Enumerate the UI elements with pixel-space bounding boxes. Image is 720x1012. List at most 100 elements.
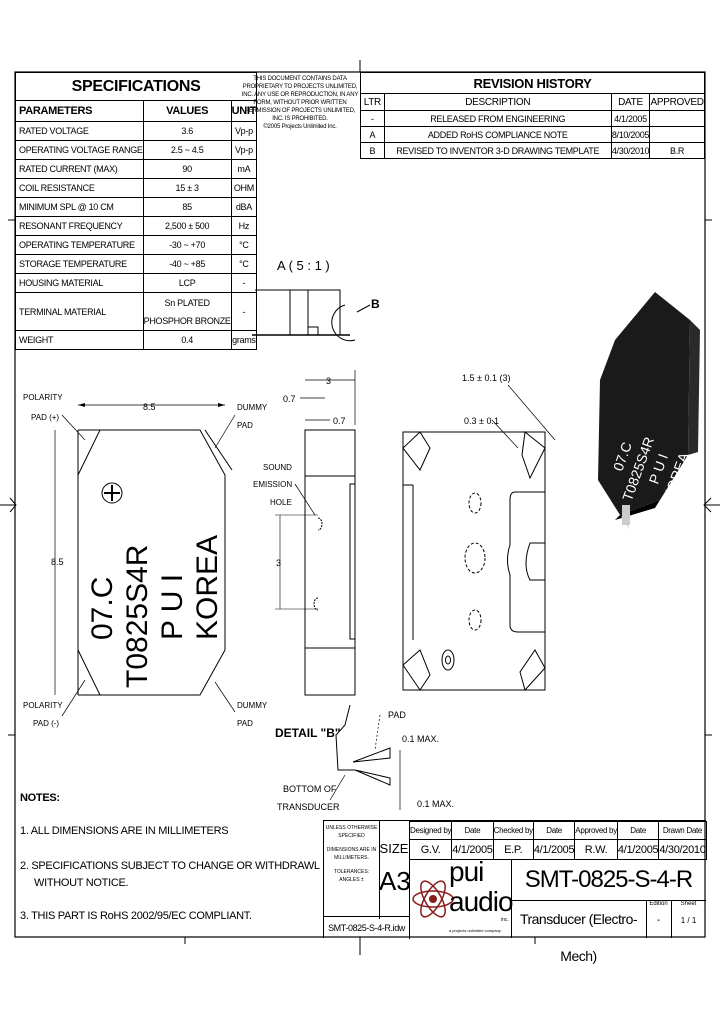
logo-tagline: a projects unlimited company — [449, 928, 501, 933]
bottom-label: BOTTOM OF — [283, 784, 337, 794]
value: 0.4 — [142, 330, 232, 350]
revision-history-table: REVISION HISTORY LTR DESCRIPTION DATE AP… — [360, 72, 705, 159]
detail-b-title: DETAIL "B" — [275, 726, 341, 740]
approved: B.R — [649, 142, 705, 159]
dummy-pad-label: PAD — [237, 719, 253, 728]
max-bottom: 0.1 MAX. — [417, 799, 454, 809]
note-item: 3. THIS PART IS RoHS 2002/95/EC COMPLIAN… — [20, 910, 252, 922]
approved-by: R.W. — [574, 839, 618, 860]
marking-line: KOREA — [191, 535, 224, 640]
description: REVISED TO INVENTOR 3-D DRAWING TEMPLATE — [383, 142, 612, 159]
dim-depth: 3 — [326, 376, 331, 386]
value: PHOSPHOR BRONZE — [143, 315, 231, 326]
polarity-pos-label: POLARITY — [23, 393, 63, 402]
dim-0-7: 0.7 — [333, 416, 346, 426]
detail-b-view: DETAIL "B" PAD 0.1 MAX. 0.1 MAX. BOTTOM … — [275, 704, 454, 812]
param: TERMINAL MATERIAL — [15, 292, 144, 331]
tolerance-note: UNLESS OTHERWISE SPECIFIED DIMENSIONS AR… — [324, 821, 380, 919]
pad-label: PAD — [388, 710, 406, 720]
top-view: 8.5 8.5 POLARITY PAD (+) DUMMY PAD POLAR… — [23, 393, 268, 728]
size-value: A3 — [379, 866, 411, 896]
unit: grams — [230, 330, 258, 350]
part-number: SMT-0825-S-4-R — [511, 860, 706, 901]
marking-line: P U I — [156, 574, 189, 640]
tolerance-line: ANGLES ± — [339, 877, 364, 883]
dim-pad-length: 1.5 ± 0.1 (3) — [462, 373, 510, 383]
dummy-pad-label: DUMMY — [237, 701, 268, 710]
marking-line: T0825S4R — [121, 545, 154, 688]
checked-by: E.P. — [492, 839, 534, 860]
tolerance-line: TOLERANCES: — [333, 869, 370, 875]
note-item: WITHOUT NOTICE. — [34, 877, 129, 889]
polarity-pos-label: PAD (+) — [31, 413, 59, 422]
unit: °C — [230, 235, 258, 255]
detail-b-callout: B — [371, 297, 380, 311]
drawn-date-label: Drawn Date — [658, 821, 707, 840]
date: 4/1/2005 — [532, 839, 576, 860]
table-row: OPERATING TEMPERATURE-30 ~ +70°C — [15, 235, 258, 255]
unit: mA — [230, 159, 258, 179]
ltr: B — [360, 142, 385, 159]
tolerance-line: UNLESS OTHERWISE — [325, 825, 378, 831]
param: WEIGHT — [15, 330, 144, 350]
atom-logo-icon — [412, 880, 454, 918]
dim-height: 8.5 — [51, 557, 64, 567]
sound-hole-label: SOUND — [263, 463, 292, 472]
date-label: Date — [532, 821, 576, 840]
signoff-table: Designed by Date Checked by Date Approve… — [408, 821, 707, 860]
designed-by-label: Designed by — [408, 821, 453, 840]
product-render: 07.C T0825S4R P U I KOREA — [598, 292, 700, 530]
size-label: SIZE — [379, 841, 409, 856]
checked-by-label: Checked by — [492, 821, 534, 840]
revision-history-title: REVISION HISTORY — [360, 72, 705, 94]
notice-text: THIS DOCUMENT CONTAINS DATA PROPRIETARY … — [241, 76, 359, 122]
edition-label: Edition — [649, 901, 668, 907]
logo-inc: inc. — [501, 917, 509, 923]
filename: SMT-0825-S-4-R.idw — [324, 916, 410, 939]
date-label: Date — [451, 821, 494, 840]
sheet-label: Sheet — [680, 901, 697, 907]
polarity-neg-label: POLARITY — [23, 701, 63, 710]
specifications-title: SPECIFICATIONS — [14, 72, 258, 101]
sheet: 1 / 1 — [680, 916, 697, 925]
dim-hole: 3 — [276, 558, 281, 568]
dim-pad-gap: 0.3 ± 0.1 — [464, 416, 499, 426]
edition-cell: Edition - — [646, 901, 672, 938]
detail-a-view: A ( 5 : 1 ) B — [252, 258, 380, 342]
logo-text: pui — [449, 856, 484, 887]
date: 4/30/2010 — [610, 142, 651, 159]
value: Sn PLATED — [164, 297, 210, 308]
date: 4/1/2005 — [451, 839, 494, 860]
proprietary-notice: THIS DOCUMENT CONTAINS DATA PROPRIETARY … — [241, 75, 359, 131]
specifications-table: SPECIFICATIONS PARAMETERS VALUES UNIT RA… — [14, 72, 258, 350]
tolerance-line: SPECIFIED — [338, 833, 365, 839]
approved-by-label: Approved by — [574, 821, 618, 840]
dim-0-7: 0.7 — [283, 394, 296, 404]
logo-text: audio — [449, 886, 514, 917]
side-view: 3 0.7 0.7 SOUND EMISSION HOLE 3 — [253, 370, 356, 696]
detail-a-label: A ( 5 : 1 ) — [277, 258, 330, 273]
date-label: Date — [616, 821, 660, 840]
dummy-pad-label: DUMMY — [237, 403, 268, 412]
tolerance-line: MILLIMETERS. — [334, 855, 369, 861]
date: 4/1/2005 — [616, 839, 660, 860]
dummy-pad-label: PAD — [237, 421, 253, 430]
sound-hole-label: EMISSION — [253, 480, 292, 489]
tolerance-line: DIMENSIONS ARE IN — [326, 847, 377, 853]
sound-hole-label: HOLE — [270, 498, 292, 507]
bottom-label: TRANSDUCER — [277, 802, 340, 812]
dim-width: 8.5 — [143, 402, 156, 412]
edition: - — [656, 915, 661, 926]
note-item: 1. ALL DIMENSIONS ARE IN MILLIMETERS — [20, 825, 229, 837]
table-row: TERMINAL MATERIAL Sn PLATED PHOSPHOR BRONZ… — [15, 292, 258, 331]
title-block: UNLESS OTHERWISE SPECIFIED DIMENSIONS AR… — [323, 820, 707, 964]
